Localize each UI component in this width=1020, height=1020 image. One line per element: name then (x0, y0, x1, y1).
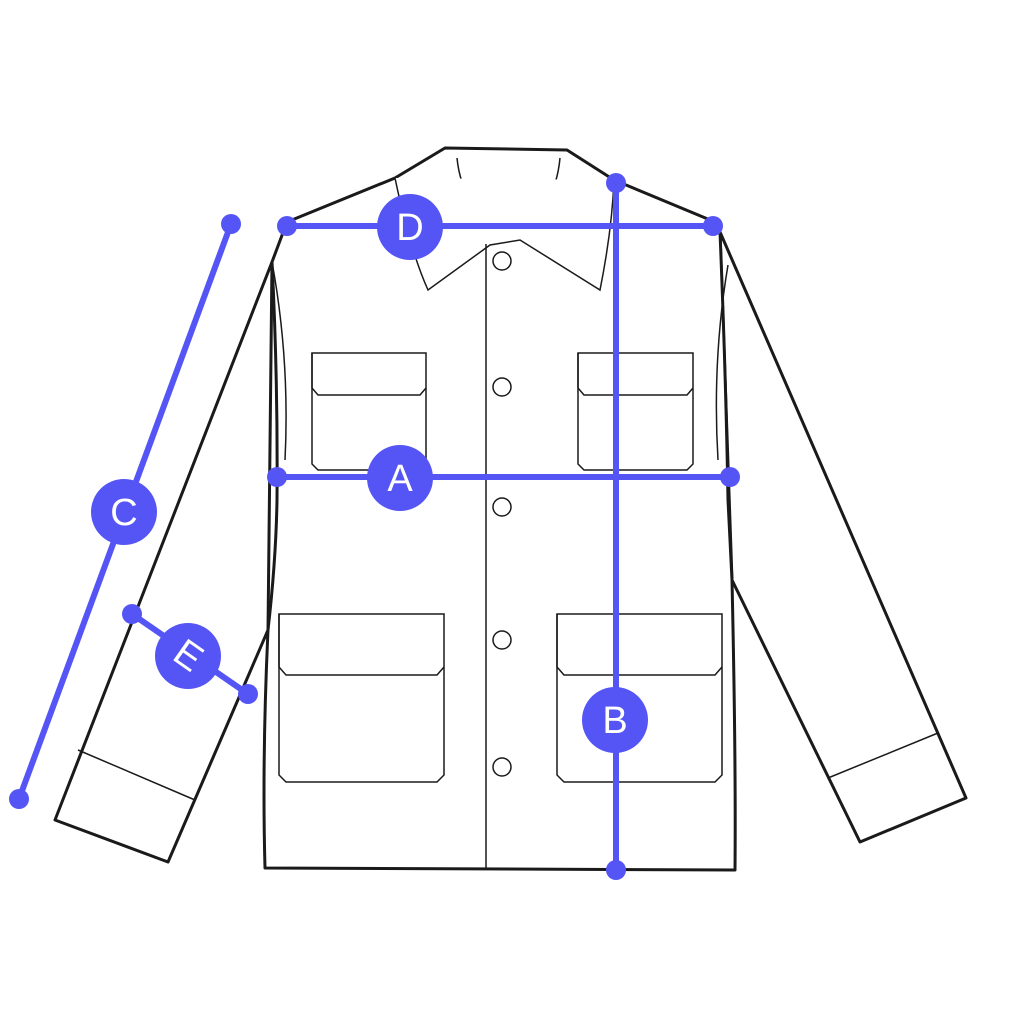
label-badge (367, 445, 433, 511)
measurement-b-length: B (582, 173, 648, 880)
button (492, 251, 512, 271)
right-chest-pocket (577, 352, 694, 471)
right-sleeve (718, 230, 968, 844)
label-badge (582, 687, 648, 753)
button (492, 757, 512, 777)
measurement-label-d: D (396, 207, 423, 249)
measurement-e-cuff: E (122, 604, 258, 704)
measurement-d-shoulder: D (277, 194, 723, 260)
label-badge (377, 194, 443, 260)
buttons (492, 251, 512, 777)
button (492, 630, 512, 650)
measurement-a-chest: A (267, 445, 740, 511)
left-side-seam (271, 261, 287, 461)
measurement-c-sleeve: C (9, 214, 241, 809)
label-badge (155, 623, 221, 689)
left-cuff-seam (77, 749, 196, 801)
measurement-label-c: C (110, 492, 137, 534)
right-cuff-seam (827, 732, 939, 779)
right-lower-pocket (556, 613, 723, 783)
button (492, 377, 512, 397)
measurement-label-a: A (387, 458, 413, 500)
label-badge (91, 479, 157, 545)
left-lower-pocket (278, 613, 445, 783)
measurement-label-b: B (602, 700, 627, 742)
jacket-illustration (53, 146, 968, 872)
left-sleeve (53, 260, 274, 864)
button (492, 497, 512, 517)
right-side-seam (715, 264, 729, 461)
